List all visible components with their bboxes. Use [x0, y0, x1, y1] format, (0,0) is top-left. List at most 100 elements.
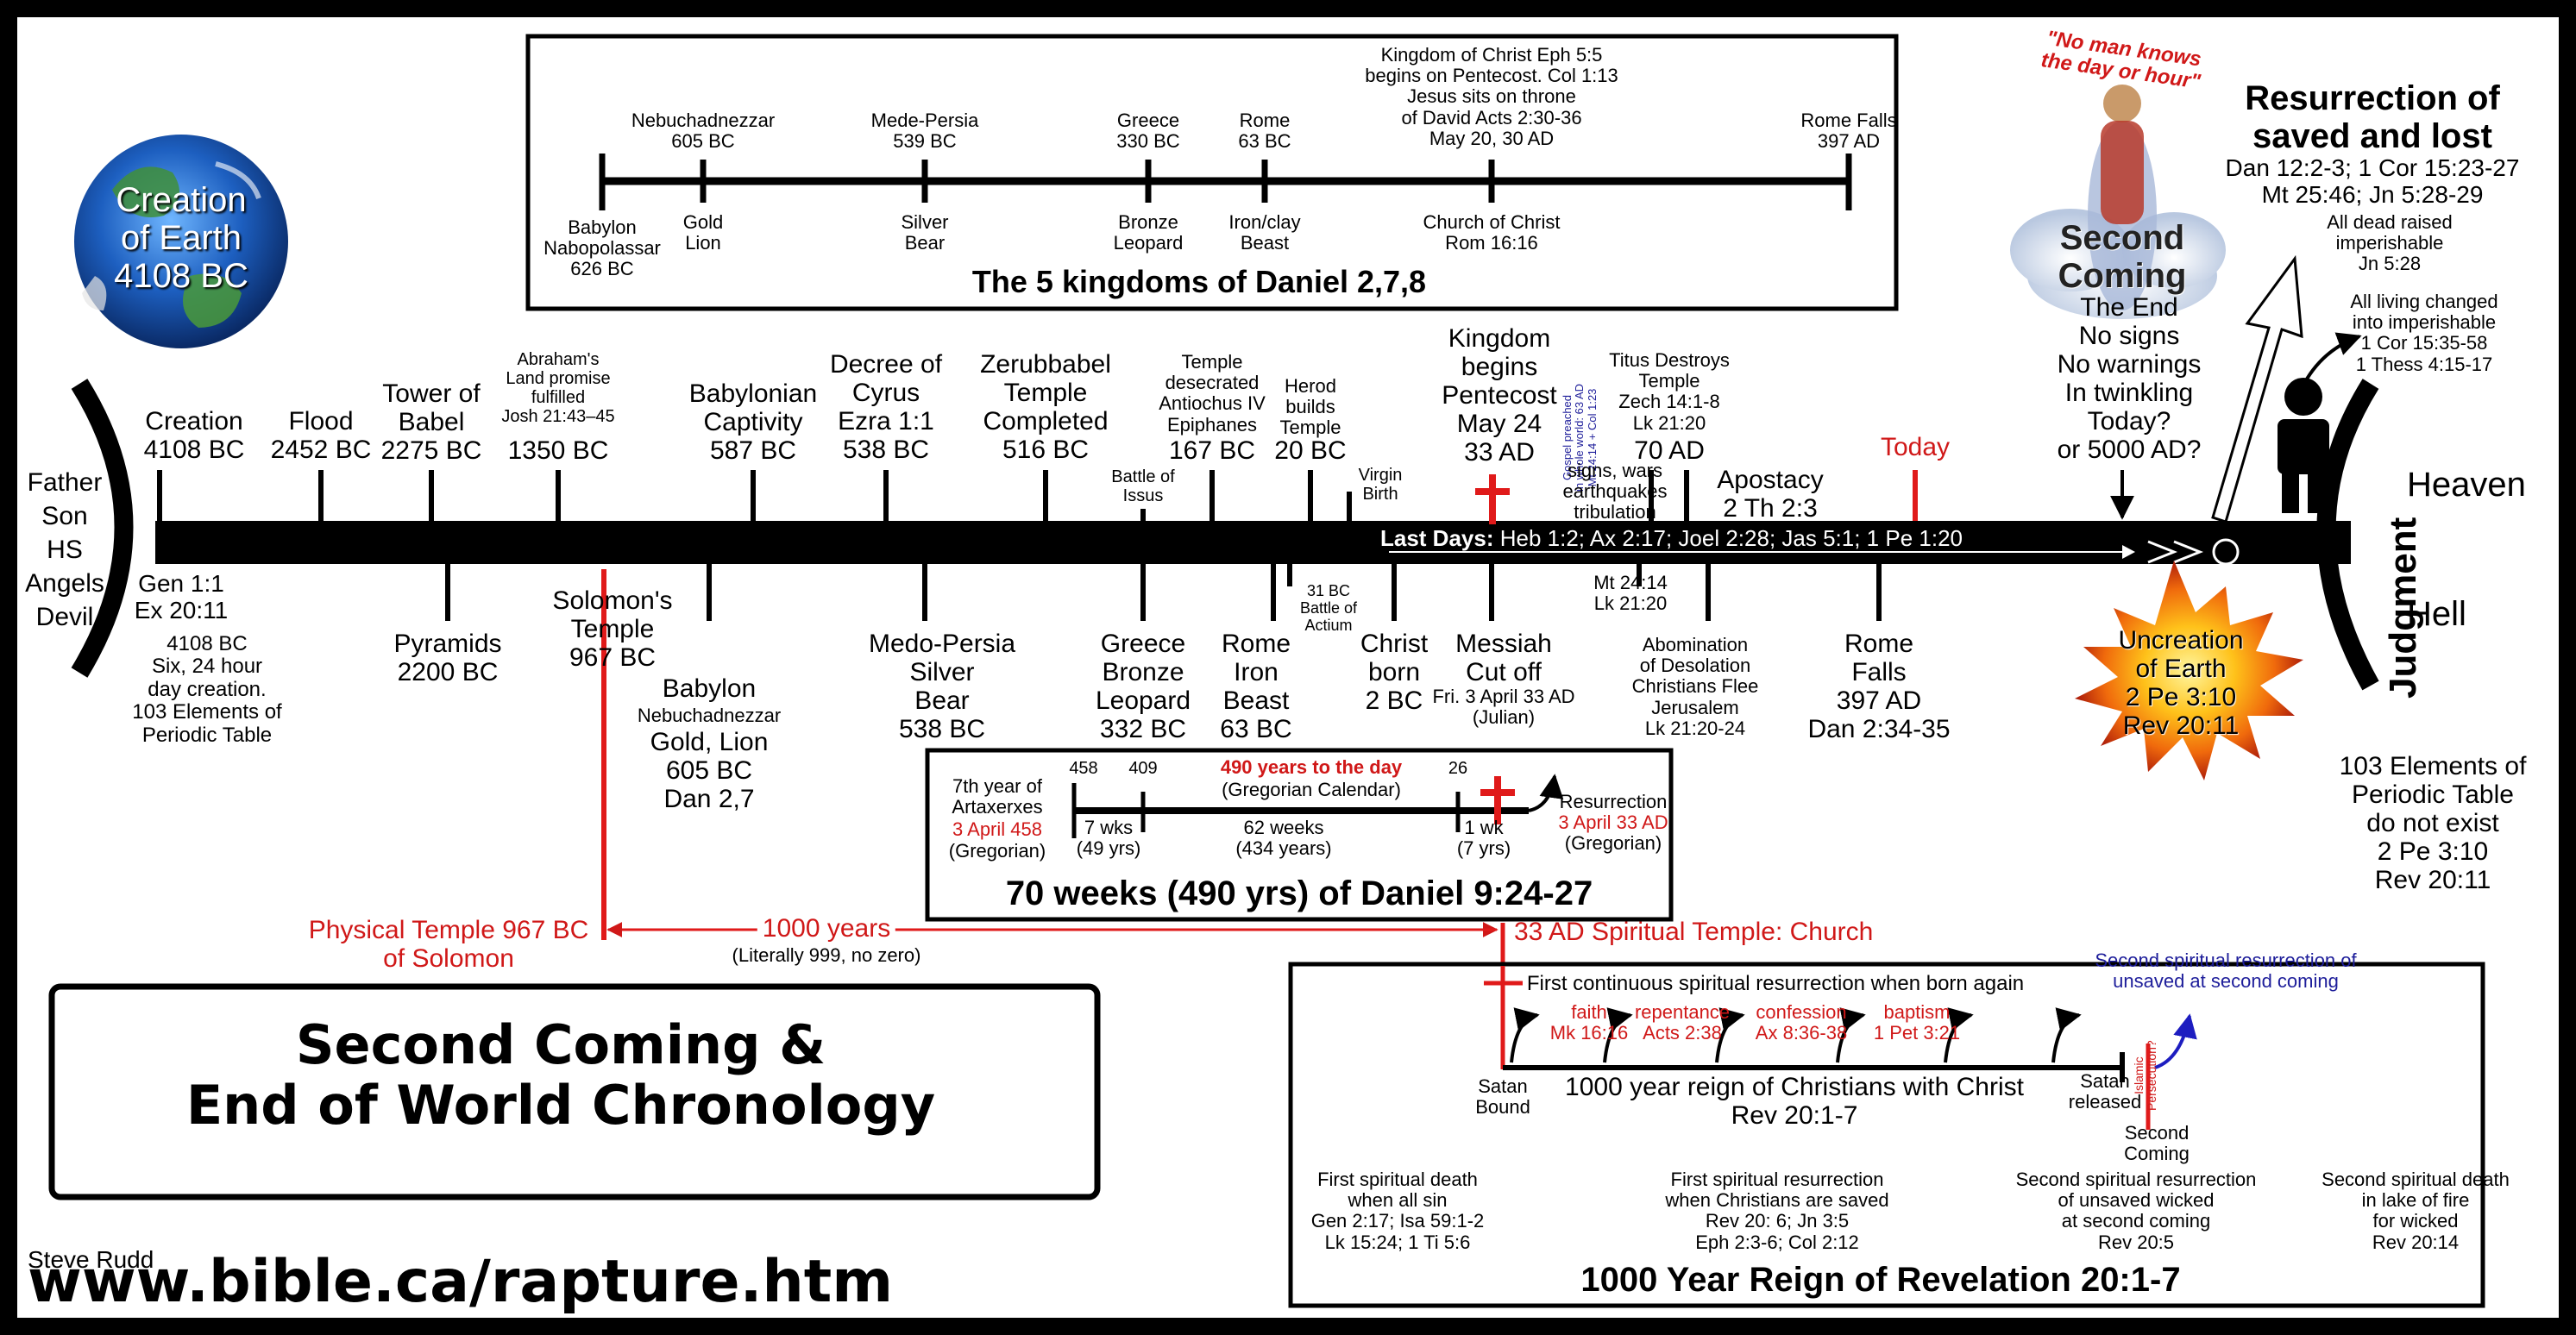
timeline-graphics: [48, 34, 2485, 1308]
event-label: Creation 4108 BC: [143, 407, 245, 464]
resurrection-gregorian: (Gregorian): [1564, 832, 1662, 854]
daniel-top-label: Rome Falls 397 AD: [1800, 110, 1897, 153]
elements-not-exist-label: 103 Elements of Periodic Table do not ex…: [2339, 752, 2527, 894]
event-label: 20 BC: [1274, 436, 1347, 465]
seventy-weeks-headline: 490 years to the day: [1220, 756, 1403, 778]
resurrection-title: Resurrection of saved and lost: [2245, 79, 2500, 155]
resurrection-refs: Dan 12:2-3; 1 Cor 15:23-27 Mt 25:46; Jn …: [2225, 154, 2520, 208]
first-resurrection-label: First continuous spiritual resurrection …: [1526, 972, 2025, 995]
event-label: Kingdom begins Pentecost May 24 33 AD: [1442, 324, 1557, 467]
artaxerxes-label: 7th year of Artaxerxes: [952, 775, 1043, 818]
spiritual-temple-label: 33 AD Spiritual Temple: Church: [1514, 918, 1874, 946]
person-icon: [2278, 378, 2329, 513]
title-box: [48, 983, 1101, 1200]
main-title-line1: Second Coming &: [295, 1013, 826, 1076]
second-coming-label: Second Coming: [2058, 219, 2187, 295]
event-label: Gold, Lion 605 BC Dan 2,7: [650, 728, 769, 813]
author-label: Steve Rudd: [28, 1246, 154, 1273]
revelation-title: 1000 Year Reign of Revelation 20:1-7: [1580, 1261, 2181, 1299]
daniel-bottom-label: Bronze Leopard: [1113, 211, 1184, 254]
physical-temple-label: Physical Temple 967 BC of Solomon: [308, 916, 589, 973]
event-label: Titus Destroys Temple Zech 14:1-8 Lk 21:…: [1609, 349, 1730, 434]
event-label: Solomon's Temple 967 BC: [552, 586, 673, 672]
explosion-icon: [2075, 561, 2303, 780]
the-end-label: The End No signs No warnings In twinklin…: [2057, 293, 2202, 464]
main-timeline-bar: [155, 521, 2351, 564]
event-label: Virgin Birth: [1358, 466, 1403, 504]
salvation-step: faith Mk 16:16: [1549, 1001, 1629, 1044]
daniel-bottom-label: Church of Christ Rom 16:16: [1423, 211, 1561, 254]
salvation-step: repentance Acts 2:38: [1634, 1001, 1731, 1044]
daniel-bottom-label: Gold Lion: [682, 211, 724, 254]
daniel-top-label: Greece 330 BC: [1116, 110, 1180, 153]
seventy-weeks-calendar: (Gregorian Calendar): [1222, 779, 1401, 800]
event-label: Babylonian Captivity 587 BC: [688, 379, 818, 465]
event-label: Rome Iron Beast 63 BC: [1220, 630, 1292, 743]
hell-label: Hell: [2407, 595, 2466, 633]
daniel-kingdoms-ticks: [599, 154, 1852, 210]
second-resurrection-label: Second spiritual resurrection of unsaved…: [2095, 950, 2357, 993]
daniel-top-label: Kingdom of Christ Eph 5:5 begins on Pent…: [1365, 44, 1618, 149]
daniel-kingdoms-title: The 5 kingdoms of Daniel 2,7,8: [971, 264, 1427, 299]
living-changed-label: All living changed into imperishable 1 C…: [2350, 291, 2498, 375]
event-label: Gen 1:1 Ex 20:11: [134, 570, 229, 624]
earth-globe-icon: [74, 135, 288, 348]
event-label: Abomination of Desolation Christians Fle…: [1631, 634, 1759, 739]
revelation-bottom-label: Second spiritual resurrection of unsaved…: [2015, 1169, 2257, 1253]
event-label: 1350 BC: [507, 436, 609, 465]
ticks-below: [445, 564, 1882, 621]
salvation-step: confession Ax 8:36-38: [1755, 1001, 1848, 1044]
timeline-left-bracket: [71, 379, 134, 678]
resurrection-date: 3 April 33 AD: [1558, 812, 1668, 833]
daniel-bottom-label: Silver Bear: [901, 211, 949, 254]
thousand-years-label: 1000 years: [757, 914, 896, 943]
event-label: Pyramids 2200 BC: [393, 630, 502, 686]
second-coming-small-label: Second Coming: [2124, 1122, 2190, 1165]
event-label: Flood 2452 BC: [270, 407, 372, 464]
seventy-weeks-title: 70 weeks (490 yrs) of Daniel 9:24-27: [1005, 874, 1593, 912]
daniel-top-label: Rome 63 BC: [1238, 110, 1291, 153]
event-label: Christ born 2 BC: [1360, 630, 1429, 715]
event-label: Temple desecrated Antiochus IV Epiphanes: [1159, 351, 1266, 436]
seven-weeks-label: 7 wks (49 yrs): [1076, 817, 1141, 860]
event-label: Messiah Cut off: [1455, 630, 1552, 686]
website-url[interactable]: www.bible.ca/rapture.htm: [28, 1248, 894, 1316]
daniel-bottom-label: Iron/clay Beast: [1228, 211, 1301, 254]
revelation-box: [1288, 962, 2485, 1308]
revelation-bottom-label: Second spiritual death in lake of fire f…: [2322, 1169, 2510, 1253]
event-label: 4108 BC Six, 24 hour day creation. 103 E…: [132, 632, 282, 747]
event-label: Herod builds Temple: [1279, 375, 1341, 439]
event-label: Greece Bronze Leopard 332 BC: [1095, 630, 1191, 743]
event-label: Babylon: [662, 674, 757, 703]
end-circle-icon: [2212, 538, 2240, 566]
event-label: Fri. 3 April 33 AD (Julian): [1432, 686, 1575, 729]
event-label: Abraham's Land promise fulfilled Josh 21…: [501, 350, 615, 426]
seventy-weeks-year: 409: [1128, 759, 1158, 778]
salvation-step: baptism 1 Pet 3:21: [1873, 1001, 1961, 1044]
daniel-top-label: Mede-Persia 539 BC: [870, 110, 979, 153]
uncreation-label: Uncreation of Earth 2 Pe 3:10 Rev 20:11: [2118, 626, 2244, 740]
artaxerxes-gregorian: (Gregorian): [948, 840, 1046, 862]
thousand-year-reign-label: 1000 year reign of Christians with Chris…: [1565, 1073, 2024, 1130]
seventy-weeks-year: 458: [1069, 759, 1098, 778]
thousand-years-note: (Literally 999, no zero): [732, 944, 921, 966]
one-week-label: 1 wk (7 yrs): [1456, 817, 1511, 860]
timeline-right-bracket: [2316, 379, 2379, 691]
event-label: Battle of Issus: [1111, 467, 1175, 505]
event-label: signs, wars earthquakes tribulation: [1562, 460, 1668, 523]
last-days-text: Last Days: Heb 1:2; Ax 2:17; Joel 2:28; …: [1380, 525, 1963, 551]
event-label: Apostacy 2 Th 2:3: [1717, 466, 1824, 523]
daniel-kingdoms-box: [525, 34, 1899, 311]
today-label: Today: [1880, 433, 1951, 461]
event-label: Rome Falls 397 AD Dan 2:34-35: [1807, 630, 1951, 743]
artaxerxes-date: 3 April 458: [952, 818, 1042, 840]
sixtytwo-weeks-label: 62 weeks (434 years): [1235, 817, 1332, 860]
revelation-bottom-label: First spiritual death when all sin Gen 2…: [1310, 1169, 1485, 1253]
ticks-above: [157, 470, 1689, 521]
revelation-bottom-label: First spiritual resurrection when Christ…: [1665, 1169, 1889, 1253]
event-label: Tower of Babel 2275 BC: [380, 379, 482, 465]
diagram-canvas: Creation of Earth 4108 BC Father Son HS …: [17, 17, 2559, 1318]
event-label: 167 BC: [1168, 436, 1256, 465]
daniel-top-label: Nebuchadnezzar 605 BC: [631, 110, 776, 153]
